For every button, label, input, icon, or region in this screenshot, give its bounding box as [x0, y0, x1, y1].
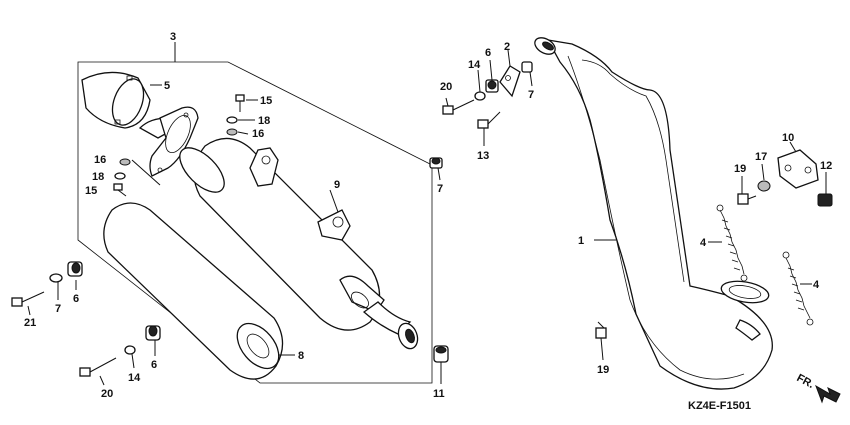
callout-12: 12	[820, 160, 832, 172]
callout-17: 17	[755, 151, 767, 163]
diagram-code: KZ4E-F1501	[688, 400, 751, 412]
muffler-body-part	[179, 137, 419, 350]
exhaust-pipe-part	[534, 37, 773, 390]
callout-6-bottom: 6	[151, 359, 157, 371]
callout-5: 5	[164, 80, 170, 92]
callout-20-top: 20	[440, 81, 452, 93]
callout-16-top: 16	[252, 128, 264, 140]
callout-7-left: 7	[55, 303, 61, 315]
callout-11: 11	[433, 388, 445, 400]
front-direction-label: FR.	[795, 372, 816, 391]
callout-1: 1	[578, 235, 584, 247]
callout-15-top: 15	[260, 95, 272, 107]
muffler-packing-part	[103, 202, 295, 380]
callout-6-top: 6	[485, 47, 491, 59]
callout-18-left: 18	[92, 171, 104, 183]
callout-3: 3	[170, 31, 176, 43]
callout-8: 8	[298, 350, 304, 362]
callout-7-top: 7	[528, 89, 534, 101]
front-direction-arrow: FR.	[795, 372, 841, 404]
callout-15-left: 15	[85, 185, 97, 197]
callout-14-top: 14	[468, 59, 481, 71]
callout-2: 2	[504, 41, 510, 53]
end-cap-part	[81, 71, 162, 129]
callout-16-left: 16	[94, 154, 106, 166]
muffler-assembly-outline	[77, 42, 433, 384]
callout-10: 10	[782, 132, 794, 144]
callout-9: 9	[334, 179, 340, 191]
callout-13: 13	[477, 150, 489, 162]
callout-20-bottom: 20	[101, 388, 113, 400]
pipe-fasteners	[442, 49, 833, 361]
callout-labels: 1 2 3 4 4 5 6 6 6 7 7 7 8 9 10 11 12 13 …	[24, 31, 832, 400]
callout-4-left-spring: 4	[700, 237, 707, 249]
left-fasteners	[11, 94, 449, 386]
callout-21: 21	[24, 317, 36, 329]
callout-19-bottom: 19	[597, 364, 609, 376]
callout-18-top: 18	[258, 115, 270, 127]
callout-7-middle: 7	[437, 183, 443, 195]
callout-4-right-spring: 4	[813, 279, 820, 291]
callout-6-left: 6	[73, 293, 79, 305]
callout-19-right: 19	[734, 163, 746, 175]
callout-14-bottom: 14	[128, 372, 141, 384]
muffler-inner-gasket	[138, 106, 199, 177]
springs	[708, 204, 814, 326]
